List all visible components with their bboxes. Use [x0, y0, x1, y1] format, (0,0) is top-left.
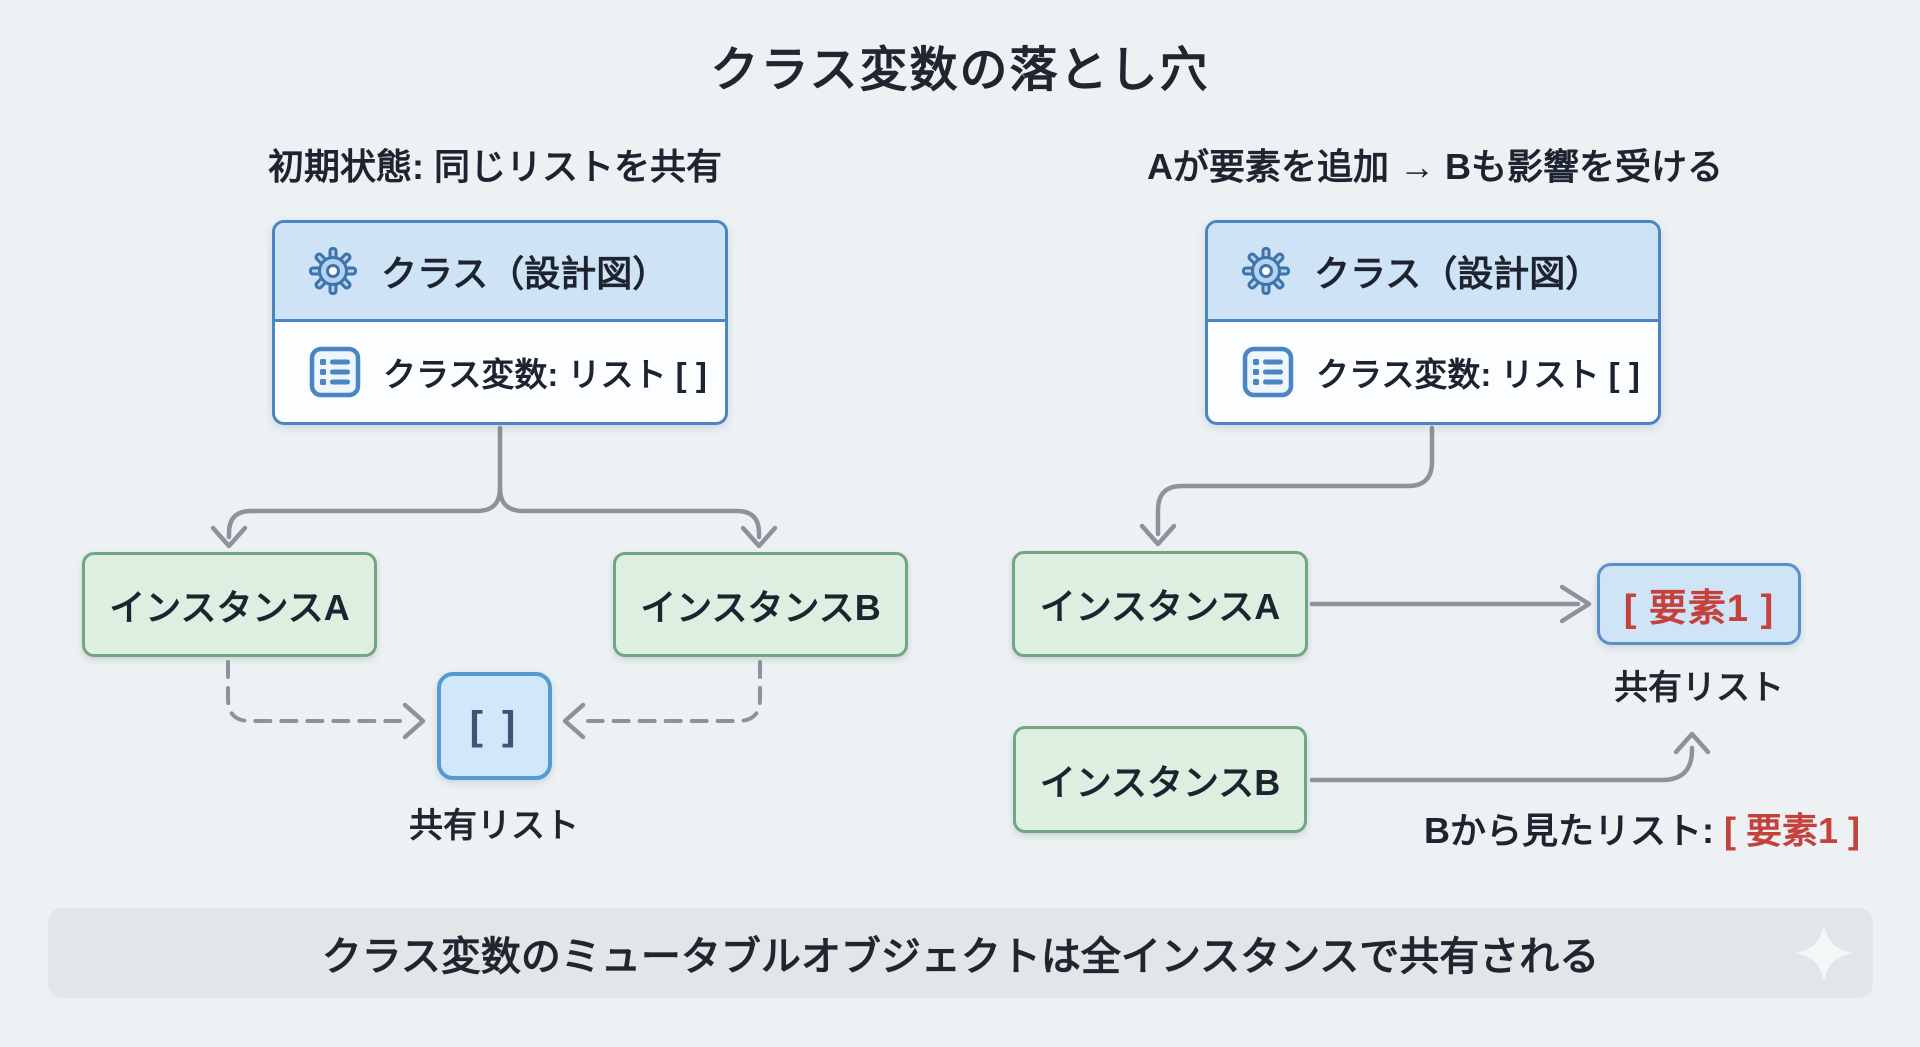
- gear-icon: [309, 247, 357, 295]
- left-instance-b-box: インスタンスB: [613, 552, 908, 657]
- arrowhead-up: [1673, 731, 1711, 755]
- arrowhead-dashed-right: [402, 702, 426, 740]
- right-instance-b-box: インスタンスB: [1013, 726, 1307, 833]
- left-panel-subtitle: 初期状態: 同じリストを共有: [268, 146, 722, 187]
- right-instance-a-box: インスタンスA: [1012, 551, 1308, 657]
- right-class-box: クラス（設計図） クラス変数: リスト [ ]: [1205, 220, 1661, 425]
- right-class-box-header: クラス（設計図）: [1208, 223, 1658, 322]
- sparkle-icon: [1795, 924, 1853, 982]
- dashed-a-to-list: [226, 660, 402, 723]
- arrowhead-down-a: [210, 525, 248, 549]
- arrowhead-down-b: [740, 525, 778, 549]
- left-shared-list-label: 共有リスト: [409, 807, 579, 845]
- b-view-text: Bから見たリスト: [ 要素1 ]: [1240, 806, 1860, 851]
- arrowhead-dashed-left: [562, 702, 586, 740]
- dashed-b-to-list: [586, 660, 762, 723]
- left-class-variable-label: クラス変数: リスト [ ]: [383, 356, 707, 393]
- left-tree-branch-a: [226, 485, 503, 540]
- list-icon: [1242, 346, 1294, 398]
- page-title: クラス変数の落とし穴: [710, 44, 1210, 97]
- arrowhead-right: [1559, 584, 1592, 624]
- left-tree-branch-b: [497, 485, 762, 540]
- right-class-variable-label: クラス変数: リスト [ ]: [1316, 356, 1640, 393]
- footer-banner: クラス変数のミュータブルオブジェクトは全インスタンスで共有される: [48, 908, 1873, 998]
- left-class-box-row: クラス変数: リスト [ ]: [275, 322, 725, 422]
- b-view-value: [ 要素1 ]: [1723, 810, 1860, 851]
- left-class-box: クラス（設計図） クラス変数: リスト [ ]: [272, 220, 728, 425]
- left-instance-a-box: インスタンスA: [82, 552, 377, 657]
- left-class-box-header: クラス（設計図）: [275, 223, 725, 322]
- gear-icon: [1242, 247, 1290, 295]
- right-class-box-row: クラス変数: リスト [ ]: [1208, 322, 1658, 422]
- footer-text: クラス変数のミュータブルオブジェクトは全インスタンスで共有される: [321, 935, 1600, 979]
- right-shared-list-box: [ 要素1 ]: [1597, 563, 1801, 645]
- left-class-title: クラス（設計図）: [381, 253, 669, 294]
- left-shared-list-box: [ ]: [437, 672, 552, 780]
- right-tree-elbow: [1155, 425, 1435, 537]
- right-shared-list-label: 共有リスト: [1614, 669, 1784, 707]
- b-view-label: Bから見たリスト:: [1423, 810, 1714, 851]
- arrowhead-down-right-a: [1139, 523, 1177, 547]
- list-icon: [309, 346, 361, 398]
- right-class-title: クラス（設計図）: [1314, 253, 1602, 294]
- right-panel-subtitle: Aが要素を追加 → Bも影響を受ける: [1146, 146, 1723, 187]
- right-b-to-list-line: [1309, 745, 1695, 783]
